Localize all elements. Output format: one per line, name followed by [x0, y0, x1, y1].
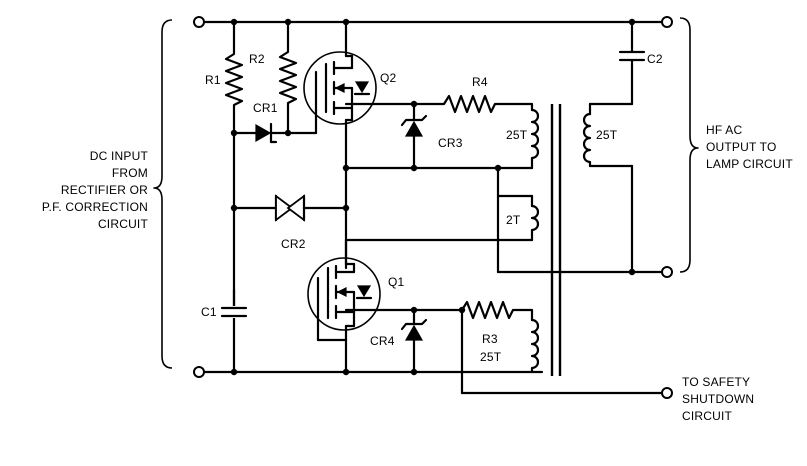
terminal-input-bottom — [193, 366, 205, 378]
q2-mosfet — [303, 20, 377, 170]
terminal-safety — [661, 387, 673, 399]
dc-input-line: RECTIFIER OR — [61, 183, 148, 197]
label-r2: R2 — [249, 52, 265, 66]
label-q2: Q2 — [380, 71, 397, 85]
cr4-diode — [400, 308, 428, 374]
label-25t-lower: 25T — [480, 350, 502, 364]
transformer-winding-2t — [344, 194, 540, 242]
transformer-winding-25t-secondary — [582, 112, 664, 274]
q1-mosfet — [307, 238, 381, 374]
c1-capacitor — [220, 288, 248, 318]
junction-dots — [230, 18, 636, 376]
output-brace — [679, 17, 699, 273]
transformer-core — [550, 104, 562, 376]
dc-input-line: P.F. CORRECTION — [42, 200, 148, 214]
safety-line: CIRCUIT — [682, 409, 733, 423]
transformer-winding-25t-upper — [530, 108, 540, 162]
label-cr3: CR3 — [438, 136, 463, 150]
label-c2: C2 — [647, 52, 663, 66]
r3-resistor — [344, 300, 534, 322]
label-cr2: CR2 — [281, 237, 306, 251]
label-r4: R4 — [472, 75, 488, 89]
midpoint-net — [344, 158, 634, 274]
terminal-output-top — [661, 16, 673, 28]
cr2-diac — [232, 194, 348, 222]
label-25t-upper: 25T — [506, 128, 528, 142]
label-c1: C1 — [201, 305, 217, 319]
input-brace — [153, 19, 173, 369]
c2-capacitor — [588, 20, 646, 116]
label-cr1: CR1 — [253, 101, 278, 115]
transformer-winding-25t-lower — [530, 318, 540, 374]
label-r3: R3 — [482, 332, 498, 346]
dc-input-line: FROM — [112, 166, 148, 180]
r2-resistor — [278, 20, 298, 135]
safety-shutdown-line — [460, 308, 664, 395]
safety-line: TO SAFETY — [682, 375, 750, 389]
hf-output-line: OUTPUT TO — [706, 140, 776, 154]
dc-input-label: DC INPUT FROM RECTIFIER OR P.F. CORRECTI… — [42, 149, 149, 231]
dc-input-line: DC INPUT — [90, 149, 149, 163]
safety-line: SHUTDOWN — [682, 392, 754, 406]
hf-output-line: HF AC — [706, 123, 742, 137]
terminal-input-top — [193, 16, 205, 28]
label-q1: Q1 — [388, 275, 405, 289]
hf-output-line: LAMP CIRCUIT — [706, 157, 793, 171]
r4-resistor — [344, 94, 534, 114]
label-r1: R1 — [205, 73, 221, 87]
terminal-output-bottom — [661, 266, 673, 278]
cr3-diode — [400, 102, 428, 170]
label-cr4: CR4 — [370, 334, 395, 348]
label-25t-secondary: 25T — [596, 128, 618, 142]
dc-input-line: CIRCUIT — [98, 217, 149, 231]
safety-shutdown-label: TO SAFETY SHUTDOWN CIRCUIT — [682, 375, 754, 423]
label-2t: 2T — [506, 213, 521, 227]
hf-output-label: HF AC OUTPUT TO LAMP CIRCUIT — [706, 123, 793, 171]
r1-resistor — [224, 20, 244, 374]
